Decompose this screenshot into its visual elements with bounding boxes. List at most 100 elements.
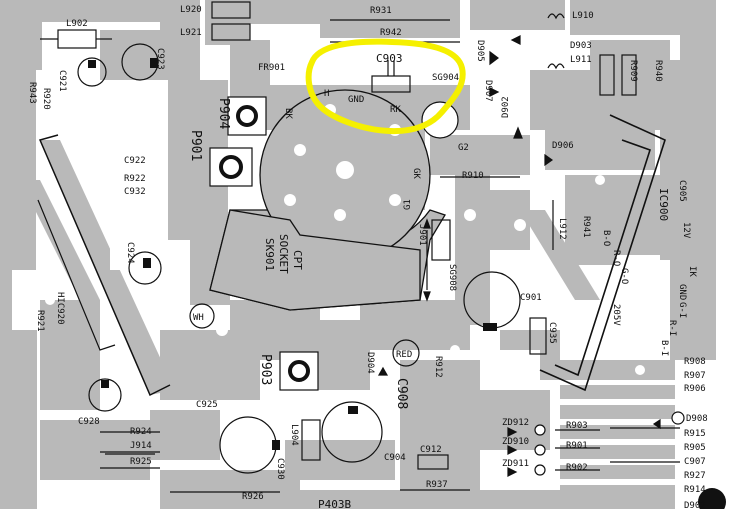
label-c925: C925: [196, 400, 218, 410]
label-b-o: B-O: [601, 230, 611, 246]
label-r909: R909: [628, 60, 638, 82]
label-ik: IK: [687, 266, 697, 277]
label-r-i: R-I: [667, 320, 677, 336]
label-cpt: CPT: [291, 250, 304, 270]
label-c903: C903: [376, 52, 403, 65]
label-c907: C907: [684, 457, 706, 467]
label-l911: L911: [570, 55, 592, 65]
label-zd911: ZD911: [502, 459, 529, 469]
label-l910: L910: [572, 11, 594, 21]
label-c928: C928: [78, 417, 100, 427]
label-c921: C921: [57, 70, 67, 92]
pad-rings: [219, 105, 310, 382]
label-c930: C930: [275, 458, 285, 480]
label-12v: 12V: [681, 222, 691, 239]
label-p904: P904: [216, 98, 231, 129]
label-g1: G1: [403, 199, 413, 210]
label-zd912: ZD912: [502, 418, 529, 428]
label-c908: C908: [394, 378, 409, 409]
label-l920: L920: [180, 5, 202, 15]
label-r912: R912: [433, 356, 443, 378]
label-g-o: G-O: [619, 268, 629, 284]
label-r924: R924: [130, 427, 152, 437]
label-r943: R943: [27, 82, 37, 104]
label-r941: R941: [581, 216, 591, 238]
label-b-i: B-I: [659, 340, 669, 356]
label-g-i: G-I: [677, 302, 687, 318]
highlight-annotation: [305, 38, 466, 135]
label-c901: C901: [520, 293, 542, 303]
label-socket: SOCKET: [277, 234, 290, 274]
label-j901: J901: [417, 224, 427, 246]
label-sk901: SK901: [263, 238, 276, 271]
label-r906: R906: [684, 384, 706, 394]
label-r908: R908: [684, 357, 706, 367]
label-gnd: GND: [348, 95, 364, 105]
label-r914: R914: [684, 485, 706, 495]
label-c905: C905: [677, 180, 687, 202]
label-fr901: FR901: [258, 63, 285, 73]
label-ic900: IC900: [657, 188, 670, 221]
label-d906: D906: [552, 141, 574, 151]
label-d903: D903: [570, 41, 592, 51]
label-d904: D904: [365, 352, 375, 374]
label-sg904: SG904: [432, 73, 459, 83]
label-r905: R905: [684, 443, 706, 453]
label-r907: R907: [684, 371, 706, 381]
component-outlines: [37, 1, 685, 493]
silkscreen-labels: L902 C923 C921 R920 R943 L920 L921 R931 …: [27, 5, 708, 511]
label-c912: C912: [420, 445, 442, 455]
label-r-o: R-O: [611, 250, 621, 266]
label-rk: RK: [390, 105, 401, 115]
label-gk: GK: [411, 168, 421, 179]
label-zd910: ZD910: [502, 437, 529, 447]
label-r926: R926: [242, 492, 264, 502]
label-205v: 205V: [611, 304, 621, 326]
label-p901: P901: [188, 130, 203, 161]
cap-pads: [88, 58, 497, 450]
label-c922: C922: [124, 156, 146, 166]
label-l912: L912: [557, 218, 567, 240]
label-d905: D905: [475, 40, 485, 62]
label-bk: BK: [283, 108, 293, 119]
label-r925: R925: [130, 457, 152, 467]
label-h: H: [324, 89, 329, 99]
label-r921: R921: [35, 310, 45, 332]
label-c924: C924: [125, 242, 135, 264]
label-r940: R940: [653, 60, 663, 82]
label-c932: C932: [124, 187, 146, 197]
label-l921: L921: [180, 28, 202, 38]
label-r942: R942: [380, 28, 402, 38]
board-edge-pad: [698, 488, 726, 513]
label-r931: R931: [370, 6, 392, 16]
label-l904: L904: [289, 424, 299, 446]
label-l902: L902: [66, 19, 88, 29]
label-hic920: HIC920: [55, 292, 65, 325]
label-r902: R902: [566, 463, 588, 473]
label-gnd-2: GND: [677, 284, 687, 300]
label-r915: R915: [684, 429, 706, 439]
label-r927: R927: [684, 471, 706, 481]
label-sg908: SG908: [447, 264, 457, 291]
label-d908: D908: [686, 414, 708, 424]
copper-traces: [0, 0, 716, 509]
label-p403b: P403B: [318, 498, 351, 509]
label-r920: R920: [41, 88, 51, 110]
label-c923: C923: [155, 48, 165, 70]
label-r922: R922: [124, 174, 146, 184]
label-d902b: D902: [684, 501, 706, 509]
label-red: RED: [396, 350, 412, 360]
cpt-socket: [209, 89, 459, 311]
label-r901: R901: [566, 441, 588, 451]
label-g2: G2: [458, 143, 469, 153]
label-r937: R937: [426, 480, 448, 490]
label-j914: J914: [130, 441, 152, 451]
label-d907: D907: [483, 80, 493, 102]
label-r910: R910: [462, 171, 484, 181]
label-p903: P903: [258, 354, 273, 385]
label-r903: R903: [566, 421, 588, 431]
label-d902: D902: [501, 96, 511, 118]
label-c904: C904: [384, 453, 406, 463]
label-wh: WH: [193, 313, 204, 323]
